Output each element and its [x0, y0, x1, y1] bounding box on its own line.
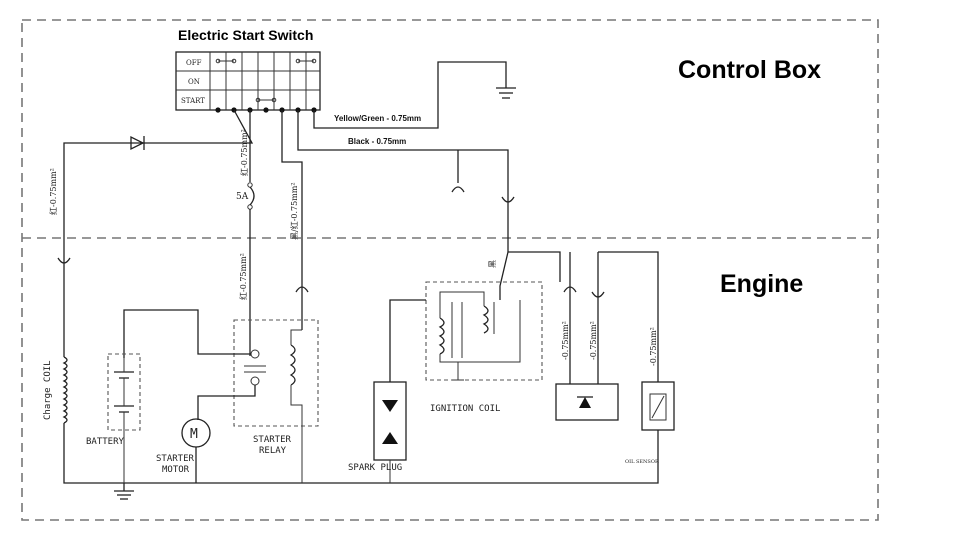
starter-relay-label-1: STARTER [253, 435, 292, 445]
wire-label-red-left: 红-0.75mm² [48, 168, 58, 215]
switch-row-off: OFF [186, 59, 202, 67]
charge-coil-label: Charge COIL [43, 360, 53, 420]
ground-icon [114, 483, 134, 500]
black-wire [297, 110, 509, 190]
starter-relay-label-2: RELAY [259, 446, 287, 456]
connector-icon [501, 190, 515, 207]
ignition-coil-label: IGNITION COIL [430, 404, 500, 414]
motor-symbol: M [190, 427, 198, 442]
oil-sensor-label: OIL SENSOR [625, 459, 659, 465]
wire-label-w3: -0.75mm² [649, 327, 658, 366]
engine-label: Engine [720, 270, 803, 298]
fuse-icon [247, 182, 255, 210]
spark-plug [373, 381, 407, 483]
diode-icon [130, 135, 145, 151]
fuse-label: 5A [236, 192, 249, 202]
battery-label: BATTERY [86, 437, 125, 447]
wire-label-w1: -0.75mm² [561, 321, 570, 360]
control-box-label: Control Box [678, 56, 821, 84]
connector-icon [57, 248, 71, 268]
charge-coil-icon [62, 356, 68, 424]
switch-title: Electric Start Switch [178, 27, 313, 43]
yellow-green-wire [313, 61, 507, 129]
wire-label-w2: -0.75mm² [589, 321, 598, 360]
connector-icon [295, 282, 309, 300]
charge-wire [63, 109, 254, 248]
wire-label-red-mid2: 红-0.75mm² [238, 253, 248, 300]
starter-motor-icon: M [181, 418, 211, 483]
switch-row-start: START [181, 97, 205, 105]
control-box-border [21, 19, 879, 521]
connector-icon [563, 252, 577, 384]
connector-icon [451, 186, 465, 193]
black-wire-label: Black - 0.75mm [348, 137, 406, 146]
ignition-coil [425, 281, 543, 381]
wire-label-black-red: 黑/红-0.75mm² [289, 182, 299, 240]
electric-start-switch: OFF ON START [175, 51, 321, 113]
rectifier-module [555, 383, 619, 421]
battery [107, 353, 141, 483]
starter-motor-label-2: MOTOR [162, 465, 190, 475]
yellow-green-wire-label: Yellow/Green - 0.75mm [334, 114, 421, 123]
starter-relay [233, 319, 319, 483]
wire-label-red-mid: 红-0.75mm² [239, 129, 249, 176]
chassis-ground-icon [496, 87, 516, 99]
connector-icon [591, 252, 605, 384]
spark-plug-label: SPARK PLUG [348, 463, 402, 473]
starter-motor-label-1: STARTER [156, 454, 195, 464]
switch-row-on: ON [188, 78, 200, 86]
oil-sensor [641, 381, 675, 431]
ground-bus [63, 423, 659, 484]
wire-label-black-small: 黑 [488, 260, 497, 268]
